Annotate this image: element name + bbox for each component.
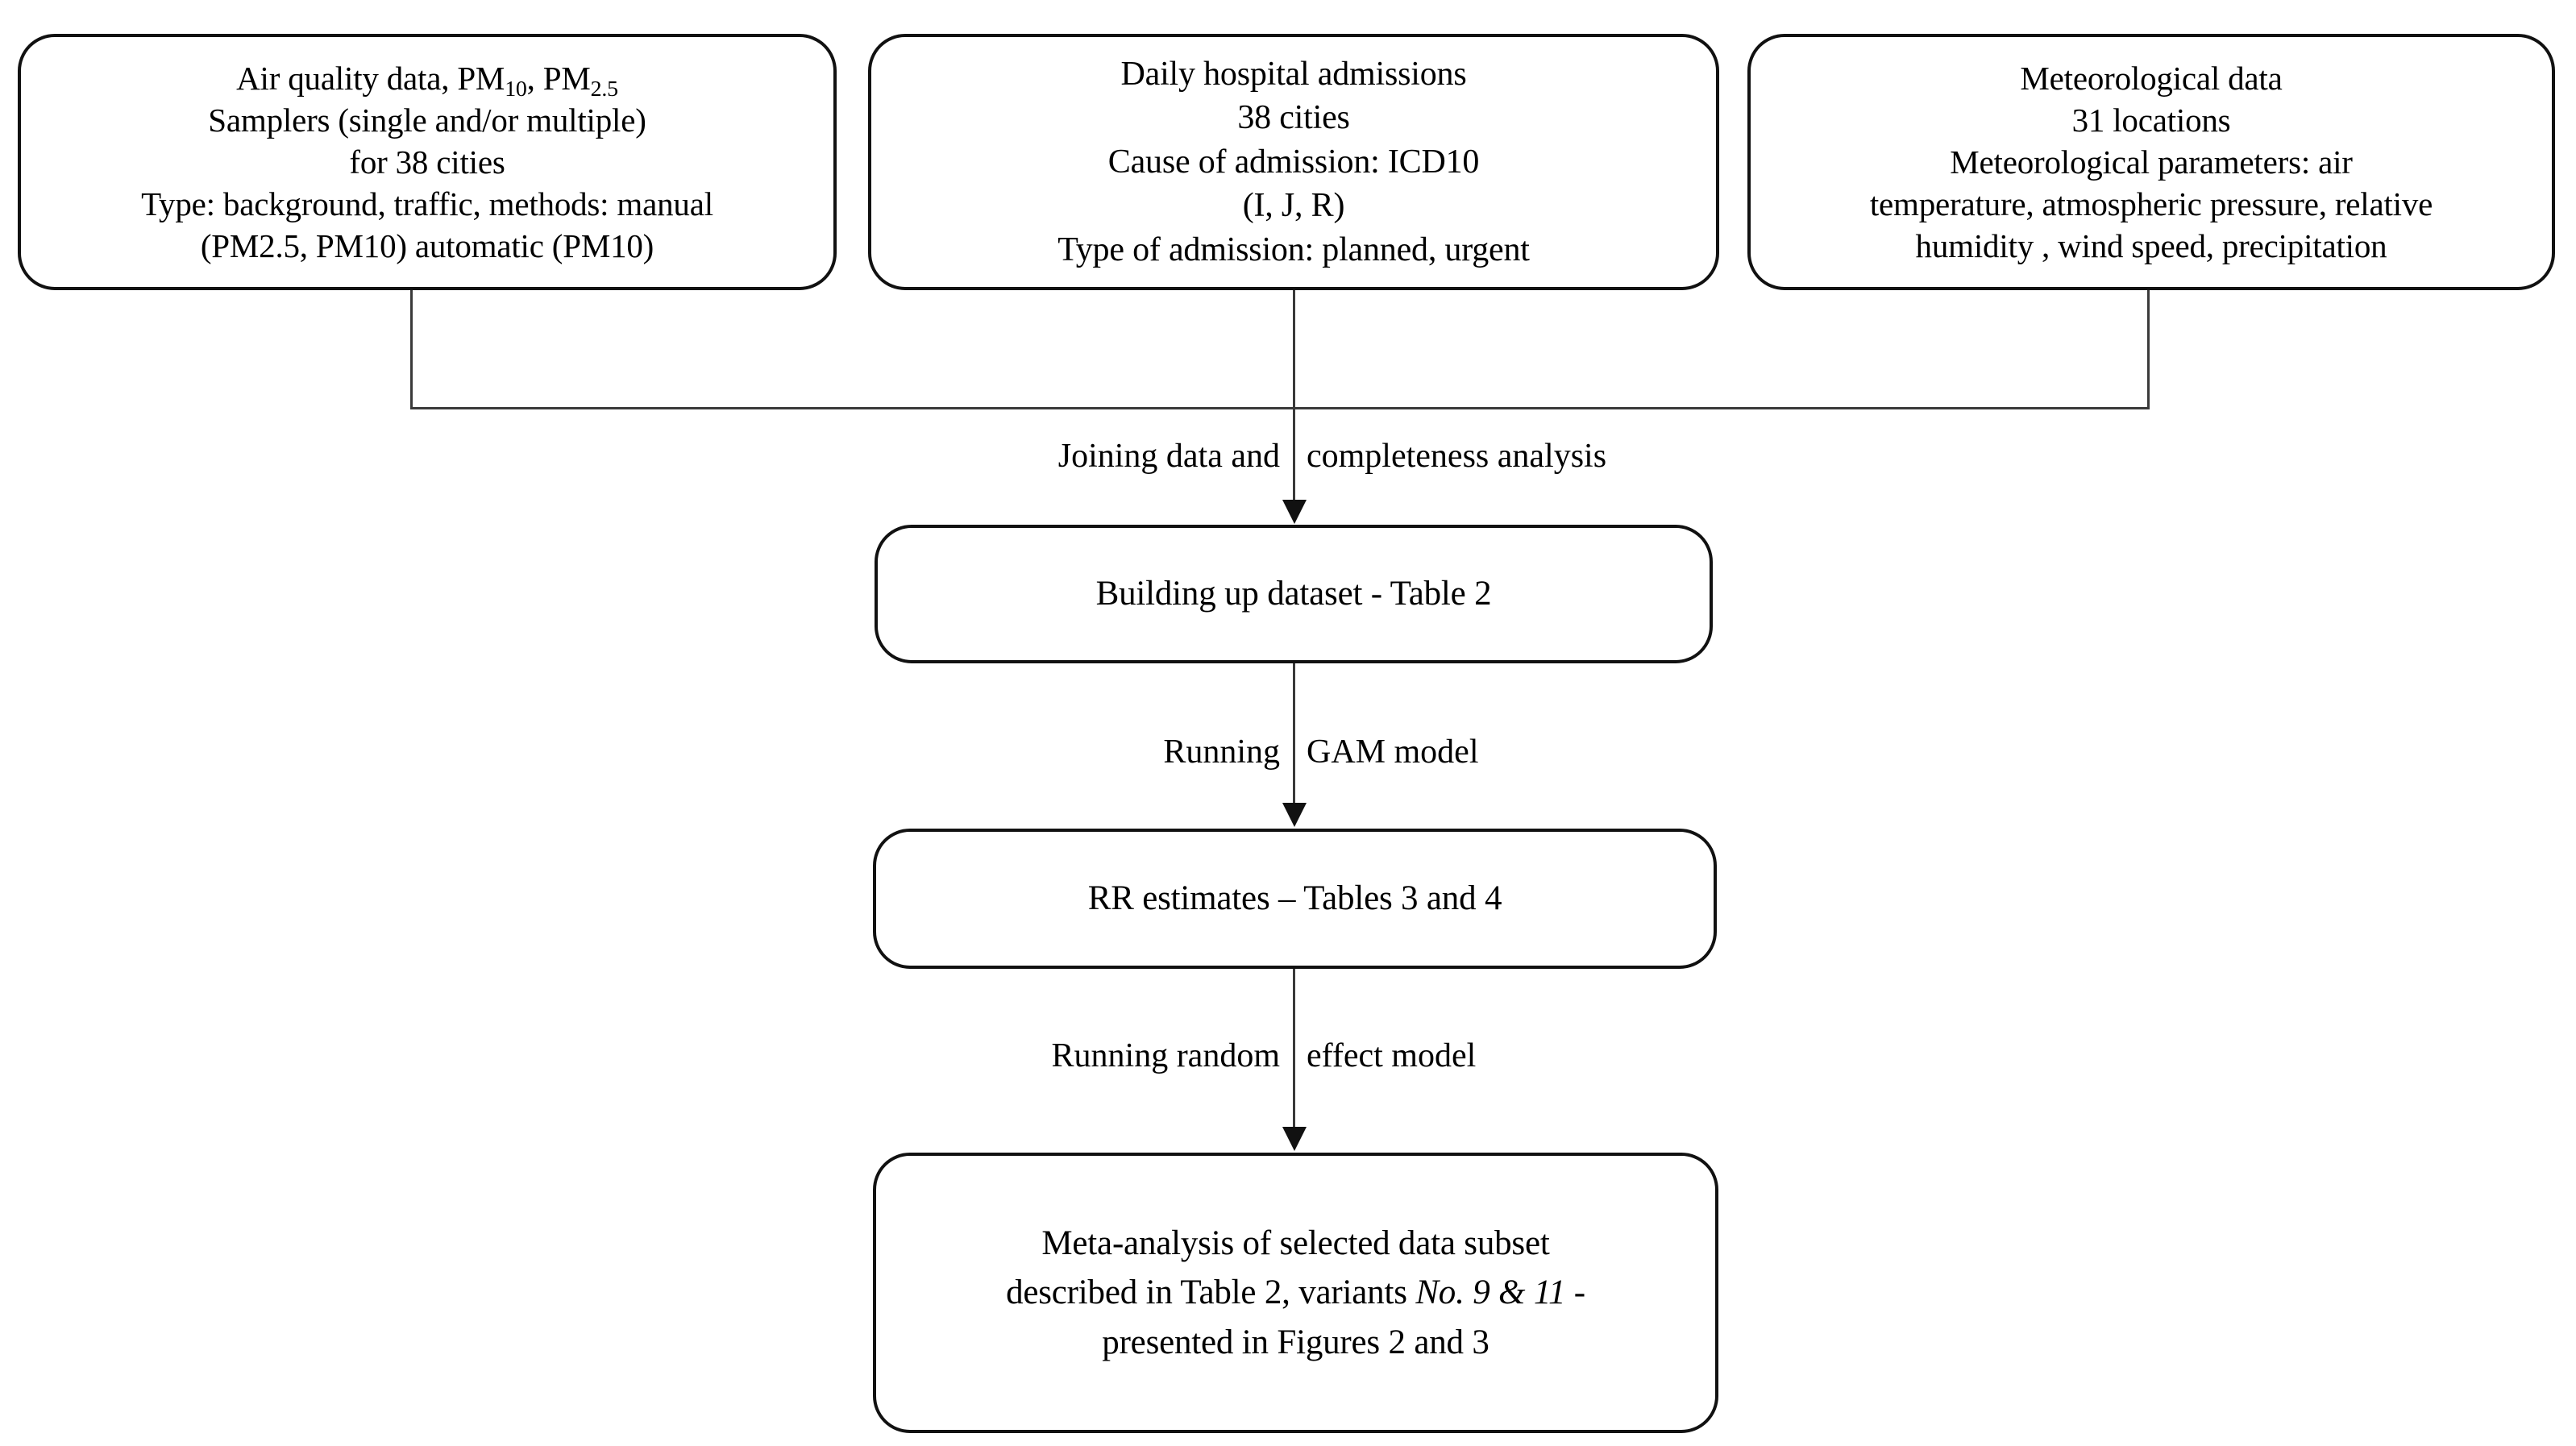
connector-joining-line bbox=[1293, 407, 1295, 504]
arrow-head-icon bbox=[1282, 1127, 1307, 1151]
connector-random-effect-line bbox=[1293, 969, 1295, 1128]
edge-label-gam-left: Running bbox=[1163, 733, 1280, 771]
connector-merge-bus bbox=[410, 407, 2150, 409]
connector-air-quality-drop bbox=[410, 290, 413, 409]
arrow-head-icon bbox=[1282, 803, 1307, 827]
node-rr-estimates[interactable]: RR estimates – Tables 3 and 4 bbox=[873, 829, 1717, 969]
edge-label-joining-right: completeness analysis bbox=[1307, 438, 1607, 475]
node-daily-hospital-admissions-label: Daily hospital admissions 38 cities Caus… bbox=[1057, 55, 1530, 268]
node-building-up-dataset-label: Building up dataset - Table 2 bbox=[1095, 575, 1492, 613]
node-building-up-dataset[interactable]: Building up dataset - Table 2 bbox=[875, 525, 1713, 663]
edge-label-random-effect-left: Running random bbox=[1051, 1037, 1280, 1074]
variants-emphasis: No. 9 & 11 bbox=[1415, 1274, 1566, 1312]
node-rr-estimates-label: RR estimates – Tables 3 and 4 bbox=[1087, 879, 1502, 918]
edge-label-joining-left: Joining data and bbox=[1057, 438, 1280, 475]
node-meteorological-data[interactable]: Meteorological data 31 locations Meteoro… bbox=[1747, 34, 2555, 290]
connector-gam-line bbox=[1293, 663, 1295, 805]
connector-hospital-drop bbox=[1293, 290, 1295, 409]
connector-meteorological-drop bbox=[2147, 290, 2150, 409]
pm10-subscript: 10 bbox=[505, 76, 527, 102]
edge-label-random-effect-right: effect model bbox=[1307, 1037, 1477, 1074]
node-meteorological-data-label: Meteorological data 31 locations Meteoro… bbox=[1869, 59, 2433, 265]
pm25-subscript: 2.5 bbox=[590, 76, 618, 102]
edge-label-gam-right: GAM model bbox=[1307, 733, 1479, 771]
node-daily-hospital-admissions[interactable]: Daily hospital admissions 38 cities Caus… bbox=[868, 34, 1719, 290]
arrow-head-icon bbox=[1282, 500, 1307, 524]
